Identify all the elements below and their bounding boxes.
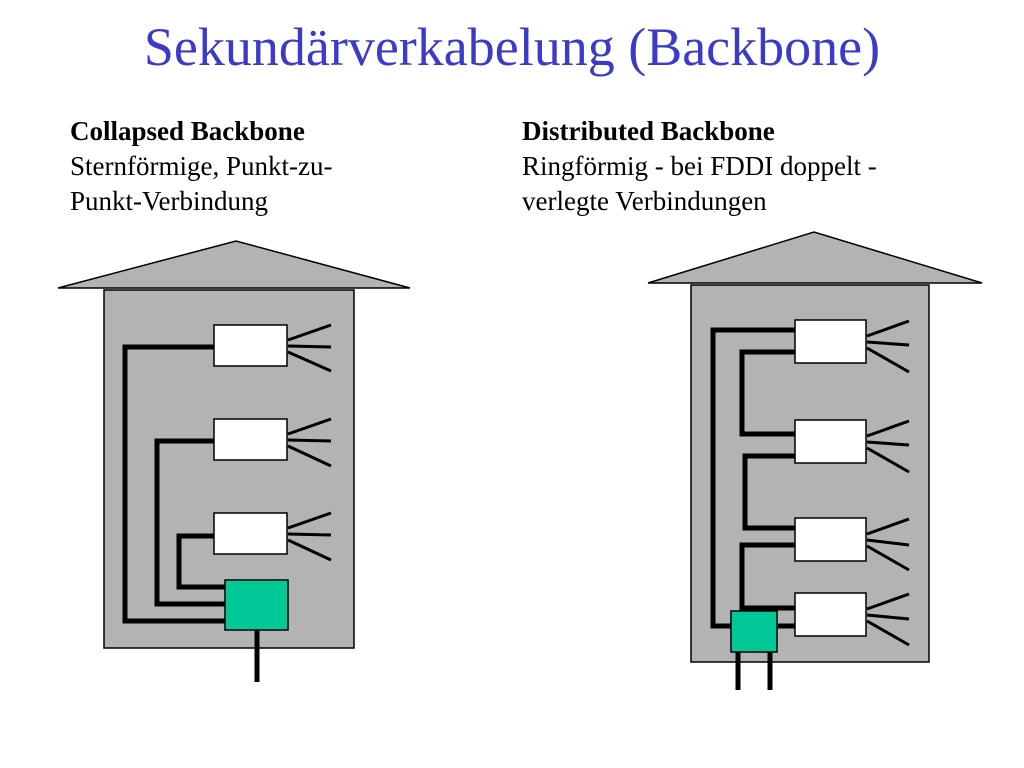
- fanout-line: [287, 438, 332, 443]
- fanout-line: [866, 538, 910, 547]
- collapsed-backbone-desc-line1: Sternförmige, Punkt-zu-: [70, 151, 333, 182]
- cable-floor-2: [154, 438, 226, 607]
- fanout-line: [866, 517, 910, 536]
- fanout-line: [866, 340, 910, 347]
- fanout-line: [287, 417, 332, 436]
- fanout-line: [866, 319, 910, 338]
- fanout-line: [866, 619, 910, 647]
- ring-outer: [710, 327, 795, 629]
- distributor-node: [794, 319, 867, 364]
- building-roof: [57, 240, 411, 289]
- fanout-line: [287, 444, 332, 468]
- cable-floor-1: [122, 344, 226, 624]
- cable-floor-3: [176, 533, 226, 590]
- star-cables: [122, 344, 226, 624]
- collapsed-backbone-heading: Collapsed Backbone: [70, 116, 305, 146]
- distributed-backbone-building: [647, 231, 983, 690]
- central-switch: [730, 610, 778, 653]
- fanout-line: [866, 592, 910, 611]
- fanout-line: [866, 613, 910, 621]
- ring-cables: [710, 327, 795, 629]
- ring-inner: [739, 542, 795, 611]
- fanout-line: [287, 323, 332, 342]
- fanout-line: [287, 344, 332, 349]
- distributor-node: [213, 512, 288, 555]
- fanout-line: [287, 538, 332, 562]
- ring-inner: [739, 349, 795, 437]
- collapsed-backbone-building: [57, 240, 411, 682]
- slide-title: Sekundärverkabelung (Backbone): [143, 17, 881, 77]
- distributed-backbone-heading: Distributed Backbone: [522, 116, 775, 146]
- fanout-line: [866, 446, 910, 474]
- fanout-line: [866, 440, 910, 447]
- collapsed-backbone-desc-line2: Punkt-Verbindung: [70, 186, 268, 217]
- building-roof: [647, 231, 983, 284]
- fanout-line: [866, 419, 910, 438]
- distributor-node: [794, 592, 867, 637]
- distributor-node: [213, 418, 288, 461]
- distributed-backbone-desc-line2: verlegte Verbindungen: [522, 186, 767, 217]
- distributor-node: [213, 324, 288, 367]
- fanout-line: [287, 532, 332, 537]
- distributed-backbone-text: Distributed Backbone Ringförmig - bei FD…: [522, 114, 992, 219]
- fanout-lines: [287, 323, 332, 562]
- fanout-line: [287, 350, 332, 373]
- distributor-node: [794, 419, 867, 464]
- distributor-node: [794, 517, 867, 562]
- ring-inner: [742, 453, 795, 531]
- fanout-lines: [866, 319, 910, 647]
- collapsed-backbone-text: Collapsed Backbone Sternförmige, Punkt-z…: [70, 114, 470, 219]
- fanout-line: [866, 544, 910, 572]
- fanout-line: [287, 511, 332, 530]
- central-switch: [224, 579, 289, 631]
- distributed-backbone-desc-line1: Ringförmig - bei FDDI doppelt -: [522, 151, 877, 182]
- fanout-line: [866, 346, 910, 374]
